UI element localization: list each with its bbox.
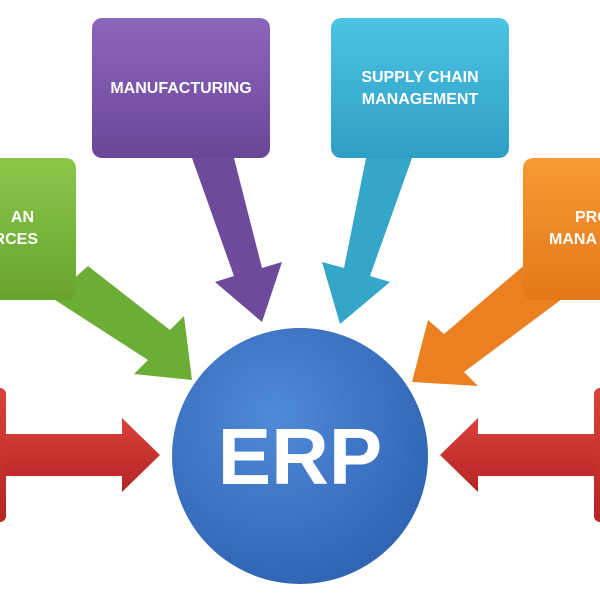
manufacturing-box: MANUFACTURING bbox=[92, 18, 270, 158]
arrow-human-resources bbox=[52, 266, 192, 380]
arrow-supply-chain bbox=[322, 158, 412, 324]
arrow-manufacturing bbox=[192, 158, 282, 322]
erp-center: ERP bbox=[172, 328, 428, 584]
human-resources-label-line2: RCES bbox=[0, 231, 38, 248]
project-management-box: PRO MANA bbox=[523, 158, 600, 300]
erp-label: ERP bbox=[218, 412, 383, 501]
arrow-right bbox=[440, 418, 600, 492]
supply-chain-label-line2: MANAGEMENT bbox=[362, 91, 479, 108]
project-management-label-line1: PRO bbox=[575, 209, 600, 226]
right-partial-box bbox=[594, 388, 600, 522]
arrow-left bbox=[0, 418, 160, 492]
human-resources-box: AN RCES bbox=[0, 158, 76, 300]
manufacturing-label: MANUFACTURING bbox=[110, 80, 251, 97]
supply-chain-box: SUPPLY CHAIN MANAGEMENT bbox=[331, 18, 509, 158]
left-partial-box bbox=[0, 388, 6, 522]
human-resources-label-line1: AN bbox=[11, 209, 34, 226]
supply-chain-label-line1: SUPPLY CHAIN bbox=[361, 69, 478, 86]
project-management-label-line2: MANA bbox=[549, 231, 597, 248]
